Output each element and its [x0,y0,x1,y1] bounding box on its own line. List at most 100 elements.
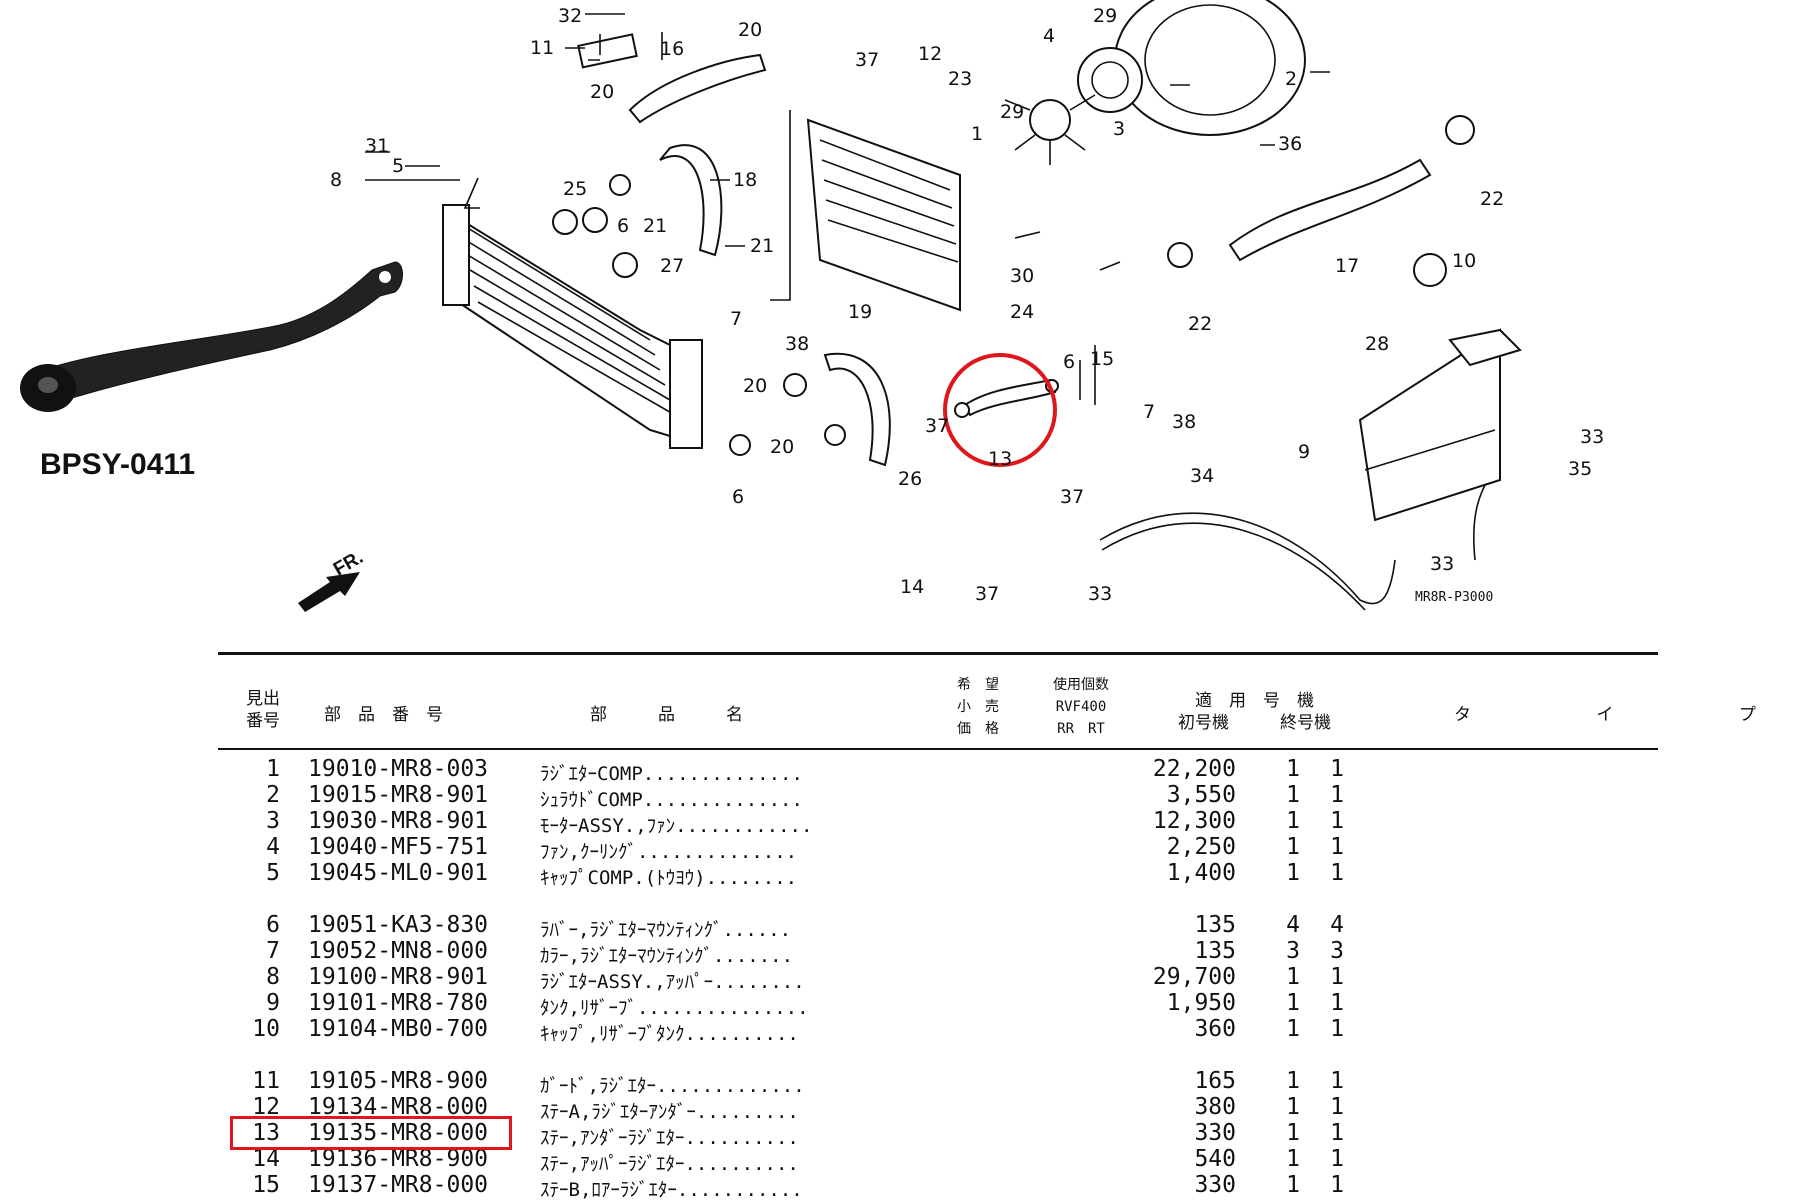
qty-rt: 1 [1330,756,1344,782]
callout: 36 [1278,133,1302,155]
qty-rt: 1 [1330,808,1344,834]
callout: 35 [1568,458,1592,480]
ref-number: 3 [266,808,280,834]
callout: 37 [855,49,879,71]
part-number: 19045-ML0-901 [308,860,489,886]
part-number: 19101-MR8-780 [308,990,489,1016]
part-name: ｷｬｯﾌﾟCOMP.(ﾄｳﾖｳ)........ [540,867,798,889]
callout: 10 [1452,250,1476,272]
callout: 22 [1480,188,1504,210]
qty-rr: 1 [1286,1016,1300,1042]
part-name: ﾗｼﾞｴﾀｰASSY.,ｱｯﾊﾟｰ........ [540,971,805,993]
part-number: 19135-MR8-000 [308,1120,489,1146]
fr-label: FR. [330,547,367,580]
price: 135 [1194,912,1236,938]
table-row: 11 19105-MR8-900 ｶﾞｰﾄﾞ,ﾗｼﾞｴﾀｰ...........… [218,1068,1658,1097]
part-number: 19051-KA3-830 [308,912,489,938]
table-header-rule [218,748,1658,750]
callout: 18 [733,169,757,191]
table-row: 7 19052-MN8-000 ｶﾗｰ,ﾗｼﾞｴﾀｰﾏｳﾝﾃｨﾝｸﾞ......… [218,938,1658,967]
callout: 27 [660,255,684,277]
header-ref-no: 見出 番号 [246,689,280,731]
callout: 6 [617,215,629,237]
price: 165 [1194,1068,1236,1094]
ref-number: 10 [252,1016,280,1042]
callout-numbers: 32 11 16 20 37 12 23 29 4 3 2 36 31 5 8 … [330,5,1604,605]
qty-rt: 1 [1330,1094,1344,1120]
price: 12,300 [1152,808,1236,834]
callout: 30 [1010,265,1034,287]
reserve-tank [1358,328,1522,522]
price: 3,550 [1166,782,1236,808]
callout: 26 [898,468,922,490]
part-number: 19030-MR8-901 [308,808,489,834]
qty-rr: 1 [1286,1120,1300,1146]
callout: 7 [1143,401,1155,423]
qty-rr: 1 [1286,756,1300,782]
price: 2,250 [1166,834,1236,860]
callout: 20 [738,19,762,41]
callout: 20 [743,375,767,397]
part-number: 19137-MR8-000 [308,1172,489,1198]
table-row: 3 19030-MR8-901 ﾓｰﾀｰASSY.,ﾌｧﾝ...........… [218,808,1658,837]
qty-rt: 1 [1330,990,1344,1016]
part-number: 19052-MN8-000 [308,938,489,964]
hardware [552,33,1475,456]
table-row: 9 19101-MR8-780 ﾀﾝｸ,ﾘｻﾞｰﾌﾞ..............… [218,990,1658,1019]
diagram-ref-code: MR8R-P3000 [1415,590,1493,605]
callout: 21 [643,215,667,237]
header-qty: 使用個数 RVF400 RR RT [1053,677,1109,737]
callout: 4 [1043,25,1055,47]
qty-rr: 1 [1286,782,1300,808]
price: 29,700 [1152,964,1236,990]
header-part-name: 部 品 名 [590,705,743,725]
table-row: 10 19104-MB0-700 ｷｬｯﾌﾟ,ﾘｻﾞｰﾌﾞﾀﾝｸ........… [218,1016,1658,1045]
price: 1,400 [1166,860,1236,886]
part-number: 19105-MR8-900 [308,1068,489,1094]
front-direction-arrow: FR. [298,547,367,612]
part-number: 19100-MR8-901 [308,964,489,990]
ref-number: 13 [252,1120,280,1146]
callout: 6 [1063,351,1075,373]
callout: 24 [1010,301,1034,323]
table-row: 15 19137-MR8-000 ｽﾃｰB,ﾛｱｰﾗｼﾞｴﾀｰ.........… [218,1172,1658,1201]
part-name: ｷｬｯﾌﾟ,ﾘｻﾞｰﾌﾞﾀﾝｸ.......... [540,1023,799,1045]
ref-number: 6 [266,912,280,938]
callout: 32 [558,5,582,27]
qty-rt: 1 [1330,964,1344,990]
price: 360 [1194,1016,1236,1042]
qty-rr: 1 [1286,1068,1300,1094]
qty-rr: 1 [1286,990,1300,1016]
qty-rt: 1 [1330,1016,1344,1042]
table-top-rule [218,652,1658,655]
price: 1,950 [1166,990,1236,1016]
qty-rr: 1 [1286,834,1300,860]
callout: 14 [900,576,924,598]
fan-motor [1077,47,1143,113]
product-sku-label: BPSY-0411 [40,448,196,481]
qty-rt: 1 [1330,834,1344,860]
qty-rt: 1 [1330,1120,1344,1146]
part-number: 19010-MR8-003 [308,756,489,782]
callout: 33 [1580,426,1604,448]
header-price: 希 望 小 売 価 格 [957,677,999,737]
callout: 22 [1188,313,1212,335]
callout: 1 [971,123,983,145]
fan-blade [1004,94,1096,165]
part-13-highlight-circle [943,353,1057,467]
part-name: ﾗﾊﾞｰ,ﾗｼﾞｴﾀｰﾏｳﾝﾃｨﾝｸﾞ...... [540,919,792,941]
table-row: 14 19136-MR8-900 ｽﾃｰ,ｱｯﾊﾟｰﾗｼﾞｴﾀｰ........… [218,1146,1658,1175]
header-applicable-models: 適 用 号 機 初号機 終号機 [1178,691,1331,733]
part-name: ｽﾃｰB,ﾛｱｰﾗｼﾞｴﾀｰ........... [540,1179,803,1201]
bracket-product-photo [20,261,403,412]
part-name: ﾓｰﾀｰASSY.,ﾌｧﾝ............ [540,815,813,837]
part-number: 19015-MR8-901 [308,782,489,808]
part-name: ｼｭﾗｳﾄﾞCOMP.............. [540,789,803,811]
fan-shroud [1114,0,1306,136]
price: 540 [1194,1146,1236,1172]
qty-rr: 1 [1286,808,1300,834]
table-row: 4 19040-MF5-751 ﾌｧﾝ,ｸｰﾘﾝｸﾞ..............… [218,834,1658,863]
callout: 38 [785,333,809,355]
part-name: ｽﾃｰ,ｱﾝﾀﾞｰﾗｼﾞｴﾀｰ.......... [540,1127,799,1149]
callout: 37 [1060,486,1084,508]
